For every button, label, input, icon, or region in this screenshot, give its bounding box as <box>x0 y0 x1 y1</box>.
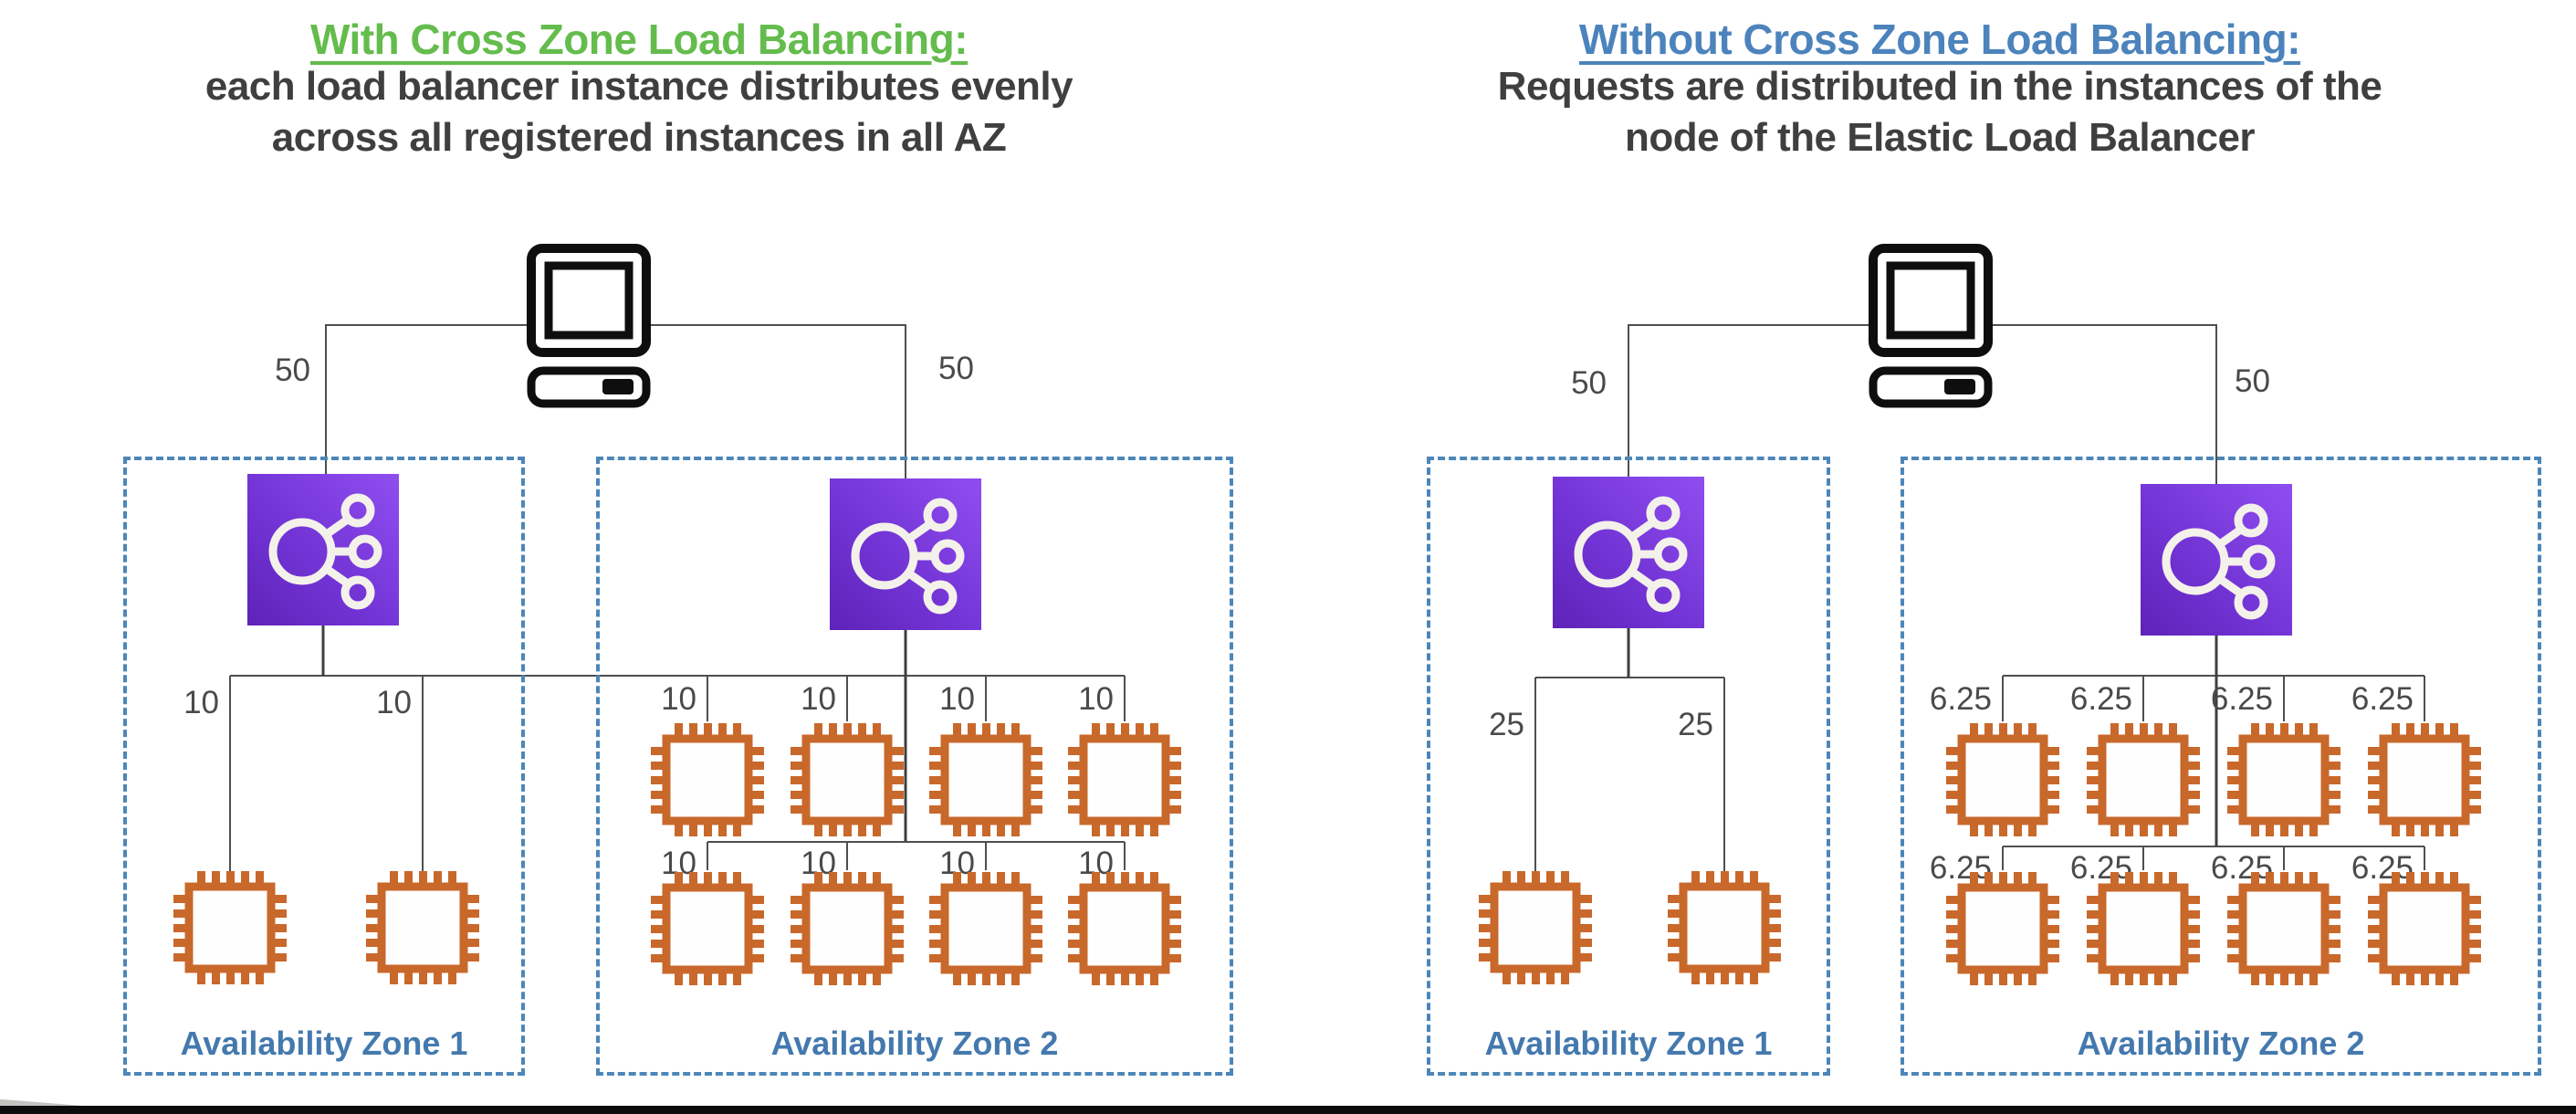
ec2-instance-chip-icon <box>1066 721 1183 838</box>
traffic-label-50: 50 <box>275 352 310 388</box>
traffic-label-50: 50 <box>938 351 974 386</box>
left-panel-subtitle-line1: each load balancer instance distributes … <box>204 64 1073 109</box>
ec2-instance-chip-icon <box>789 721 906 838</box>
ec2-instance-chip-icon <box>1666 869 1783 986</box>
traffic-label-50: 50 <box>2235 363 2270 399</box>
elastic-load-balancing-icon <box>1553 477 1704 628</box>
ec2-instance-chip-icon <box>789 870 906 987</box>
traffic-label: 6.25 <box>1929 681 1992 717</box>
ec2-instance-chip-icon <box>649 721 766 838</box>
ec2-instance-chip-icon <box>1066 870 1183 987</box>
traffic-label: 6.25 <box>2210 850 2273 886</box>
traffic-label: 6.25 <box>2069 681 2132 717</box>
ec2-instance-chip-icon <box>2085 721 2202 838</box>
ec2-instance-chip-icon <box>649 870 766 987</box>
ec2-instance-chip-icon <box>2225 870 2342 987</box>
traffic-label: 10 <box>801 681 836 717</box>
ec2-instance-chip-icon <box>1477 869 1594 986</box>
traffic-label: 6.25 <box>2069 850 2132 886</box>
ec2-instance-chip-icon <box>2366 721 2483 838</box>
traffic-label: 10 <box>661 681 696 717</box>
availability-zone-1-box <box>123 457 525 1076</box>
traffic-label: 10 <box>1078 681 1114 717</box>
traffic-label: 6.25 <box>2210 681 2273 717</box>
right-panel-title: Without Cross Zone Load Balancing: <box>1578 16 2301 63</box>
ec2-instance-chip-icon <box>2085 870 2202 987</box>
availability-zone-1-box <box>1427 457 1830 1076</box>
availability-zone-2-label: Availability Zone 2 <box>770 1025 1059 1062</box>
ec2-instance-chip-icon <box>1944 870 2061 987</box>
traffic-label: 10 <box>939 681 975 717</box>
traffic-label: 25 <box>1489 707 1524 742</box>
ec2-instance-chip-icon <box>2366 870 2483 987</box>
availability-zone-2-box <box>1901 457 2541 1076</box>
right-panel-subtitle-line2: node of the Elastic Load Balancer <box>1624 115 2256 160</box>
ec2-instance-chip-icon <box>927 870 1044 987</box>
desktop-computer-icon <box>526 243 652 409</box>
elastic-load-balancing-icon <box>2141 484 2292 636</box>
elastic-load-balancing-icon <box>247 474 399 625</box>
right-panel-subtitle-line1: Requests are distributed in the instance… <box>1497 64 2382 109</box>
left-panel-title: With Cross Zone Load Balancing: <box>309 16 969 63</box>
traffic-label: 10 <box>183 685 219 720</box>
ec2-instance-chip-icon <box>364 869 481 986</box>
ec2-instance-chip-icon <box>1944 721 2061 838</box>
availability-zone-1-label: Availability Zone 1 <box>1484 1025 1773 1062</box>
availability-zone-1-label: Availability Zone 1 <box>180 1025 468 1062</box>
traffic-label-50: 50 <box>1571 365 1607 401</box>
traffic-label: 25 <box>1678 707 1713 742</box>
left-panel-subtitle-line2: across all registered instances in all A… <box>271 115 1007 160</box>
ec2-instance-chip-icon <box>172 869 288 986</box>
traffic-label: 6.25 <box>1929 850 1992 886</box>
traffic-label: 6.25 <box>2351 850 2414 886</box>
availability-zone-2-label: Availability Zone 2 <box>2077 1025 2365 1062</box>
bottom-edge-bar <box>0 1106 2576 1114</box>
elastic-load-balancing-icon <box>830 478 981 630</box>
ec2-instance-chip-icon <box>2225 721 2342 838</box>
availability-zone-2-box <box>596 457 1233 1076</box>
ec2-instance-chip-icon <box>927 721 1044 838</box>
traffic-label: 6.25 <box>2351 681 2414 717</box>
desktop-computer-icon <box>1868 243 1994 409</box>
traffic-label: 10 <box>376 685 412 720</box>
